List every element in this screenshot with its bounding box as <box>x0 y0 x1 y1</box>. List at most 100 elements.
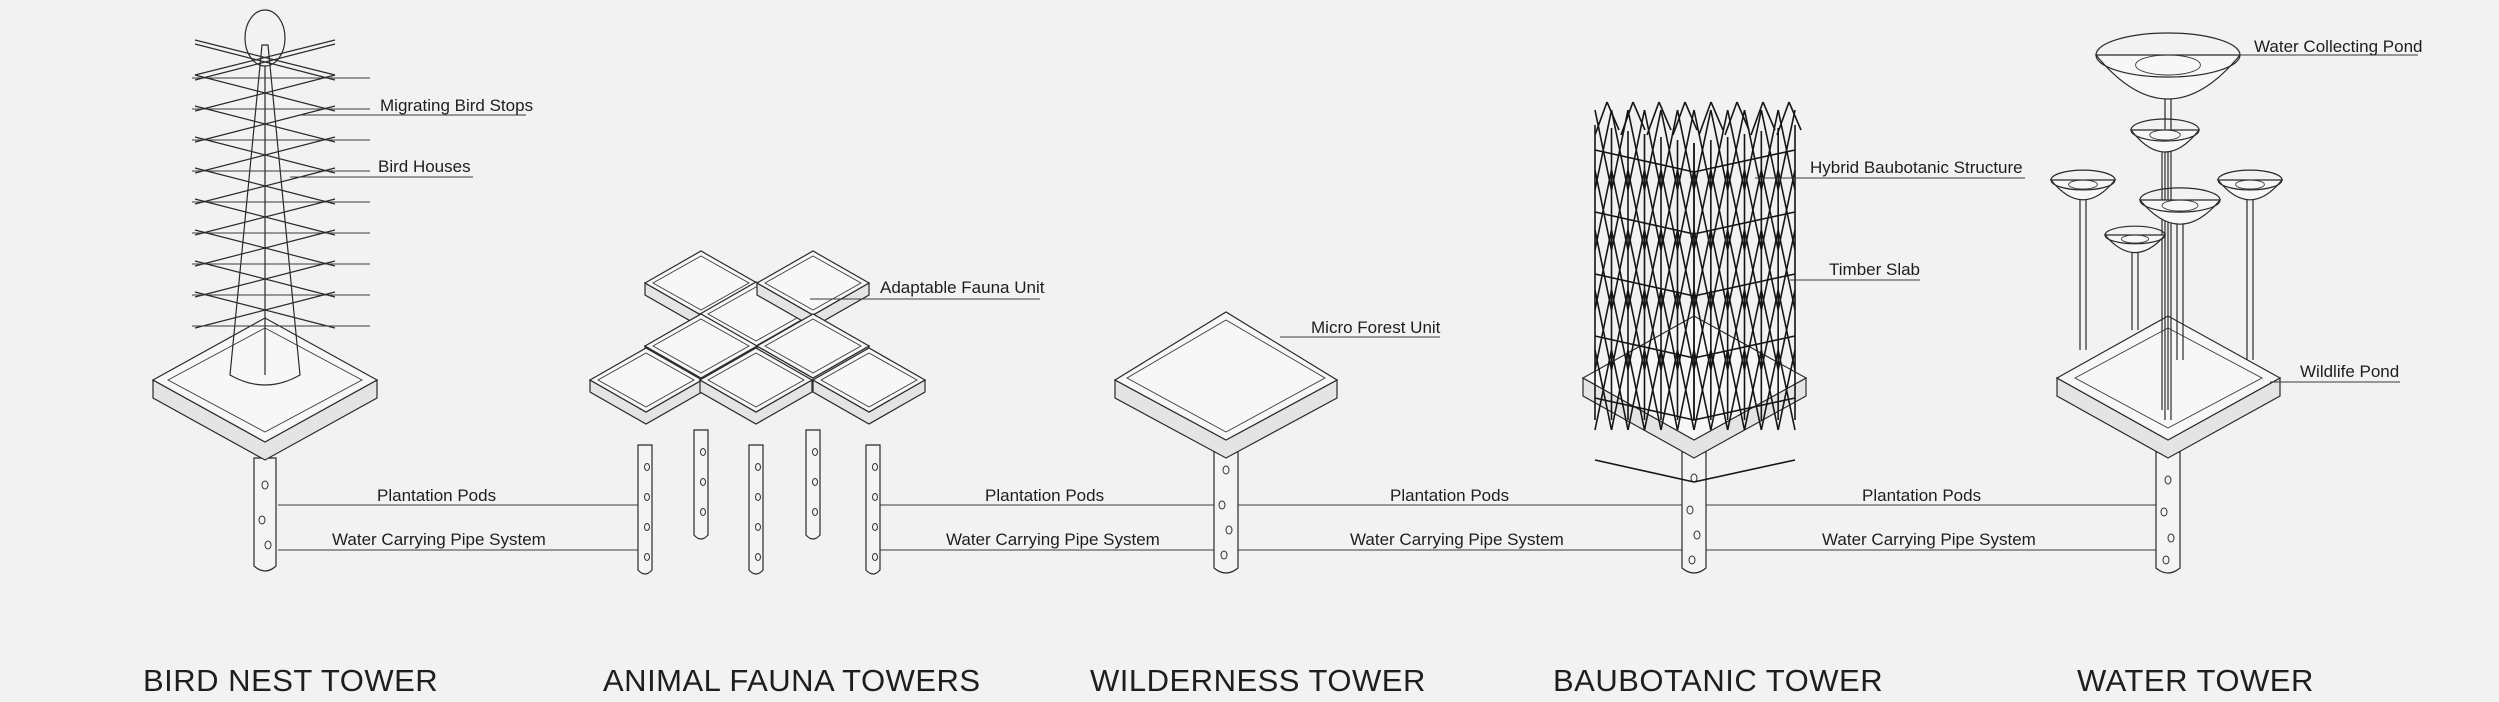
bird-stop-perch <box>194 43 336 81</box>
lattice-spike <box>1698 101 1712 136</box>
label-water-pipe-2: Water Carrying Pipe System <box>946 530 1160 549</box>
lattice-brace <box>1627 349 1646 431</box>
lattice-brace <box>1643 349 1662 431</box>
title-bird-nest-tower: BIRD NEST TOWER <box>143 663 438 697</box>
pipe-hole <box>700 478 706 486</box>
lattice-spike <box>1724 101 1738 136</box>
bird-stop-perch <box>194 136 336 174</box>
lattice-brace <box>1676 289 1695 371</box>
lattice-brace <box>1693 289 1712 371</box>
connection-lines <box>278 504 2160 551</box>
pipe-hole <box>812 508 818 516</box>
label-wildlife-pond: Wildlife Pond <box>2300 362 2399 381</box>
lattice-brace <box>1693 349 1712 431</box>
pipe-hole <box>872 523 878 531</box>
pipe-hole <box>700 508 706 516</box>
pipe-hole <box>755 493 761 501</box>
lattice-brace <box>1594 349 1613 431</box>
lattice-brace <box>1693 169 1712 251</box>
lattice-spike <box>1684 101 1698 131</box>
lattice-spike <box>1776 101 1790 136</box>
fauna-plate-top <box>811 347 927 413</box>
annotation-labels: Migrating Bird Stops Bird Houses Adaptab… <box>332 37 2423 549</box>
lattice-spike <box>1658 101 1672 131</box>
lattice-brace <box>1777 229 1796 311</box>
pipe-hole <box>644 493 650 501</box>
lattice-brace <box>1643 109 1662 191</box>
label-water-pipe-1: Water Carrying Pipe System <box>332 530 546 549</box>
bird-stop-perch <box>194 167 336 205</box>
pipe-hole <box>644 553 650 561</box>
label-water-pipe-3: Water Carrying Pipe System <box>1350 530 1564 549</box>
lattice-spike <box>1762 101 1776 131</box>
lattice-brace <box>1594 229 1613 311</box>
bird-stop-perch <box>194 74 336 112</box>
water-bowl-inner <box>2161 199 2199 212</box>
leader-lines <box>290 54 2418 383</box>
pipe-hole <box>644 523 650 531</box>
lattice-brace <box>1726 229 1746 311</box>
fauna-pipe <box>865 444 881 575</box>
title-animal-fauna-towers: ANIMAL FAUNA TOWERS <box>603 663 981 697</box>
pipe-hole <box>700 448 706 456</box>
pipe-hole <box>755 463 761 471</box>
fauna-plate-inset <box>652 318 750 374</box>
lattice-spike <box>1788 101 1802 131</box>
lattice-brace <box>1643 289 1662 371</box>
lattice-brace <box>1710 349 1729 431</box>
lattice-brace <box>1676 229 1695 311</box>
lattice-brace <box>1760 229 1779 311</box>
label-plantation-pods-3: Plantation Pods <box>1390 486 1509 505</box>
lattice-brace <box>1760 169 1779 251</box>
lattice-brace <box>1693 229 1712 311</box>
lattice-brace <box>1676 349 1695 431</box>
fauna-plate-inset <box>820 352 918 408</box>
water-bowl-inner <box>2149 129 2181 141</box>
water-bowl-inner <box>2135 54 2201 76</box>
water-bowl-rim <box>2130 118 2200 142</box>
wilderness-tower <box>1113 311 1339 574</box>
water-bowl-rim <box>2104 225 2166 245</box>
lattice-brace <box>1760 289 1779 371</box>
lattice-brace <box>1710 109 1729 191</box>
fauna-plate-inset <box>764 255 862 311</box>
water-bowl-rim <box>2050 169 2116 191</box>
lattice-brace <box>1660 349 1679 431</box>
lattice-brace <box>1627 289 1646 371</box>
pipe-hole <box>812 478 818 486</box>
pipe-hole <box>644 463 650 471</box>
lattice-brace <box>1610 229 1629 311</box>
lattice-brace <box>1643 229 1662 311</box>
title-baubotanic-tower: BAUBOTANIC TOWER <box>1553 663 1883 697</box>
lattice-spike <box>1750 101 1764 136</box>
water-tower <box>2049 32 2284 574</box>
lattice-brace <box>1710 169 1729 251</box>
lattice-spike <box>1646 101 1660 136</box>
fauna-plate-inset <box>764 318 862 374</box>
fauna-plate-top <box>755 313 871 379</box>
lattice-brace <box>1760 349 1779 431</box>
lattice-brace <box>1710 229 1729 311</box>
bird-stop-perch <box>194 229 336 267</box>
bird-stop-perch <box>194 39 336 76</box>
label-timber-slab: Timber Slab <box>1829 260 1920 279</box>
lattice-spike <box>1672 101 1686 136</box>
fauna-plate-inset <box>707 352 805 408</box>
fauna-pipe <box>637 444 653 575</box>
label-hybrid-baubotanic-structure: Hybrid Baubotanic Structure <box>1810 158 2023 177</box>
lattice-brace <box>1777 349 1796 431</box>
lattice-brace <box>1777 289 1796 371</box>
lattice-brace <box>1660 109 1679 191</box>
lattice-spike <box>1632 101 1646 131</box>
label-plantation-pods-4: Plantation Pods <box>1862 486 1981 505</box>
lattice-brace <box>1627 169 1646 251</box>
label-water-collecting-pond: Water Collecting Pond <box>2254 37 2423 56</box>
lattice-brace <box>1610 289 1629 371</box>
title-wilderness-tower: WILDERNESS TOWER <box>1090 663 1426 697</box>
bird-stop-perch <box>194 198 336 236</box>
water-bowl-rim <box>2139 187 2221 213</box>
label-migrating-bird-stops: Migrating Bird Stops <box>380 96 533 115</box>
pipe-hole <box>872 553 878 561</box>
fauna-plate-inset <box>652 255 750 311</box>
